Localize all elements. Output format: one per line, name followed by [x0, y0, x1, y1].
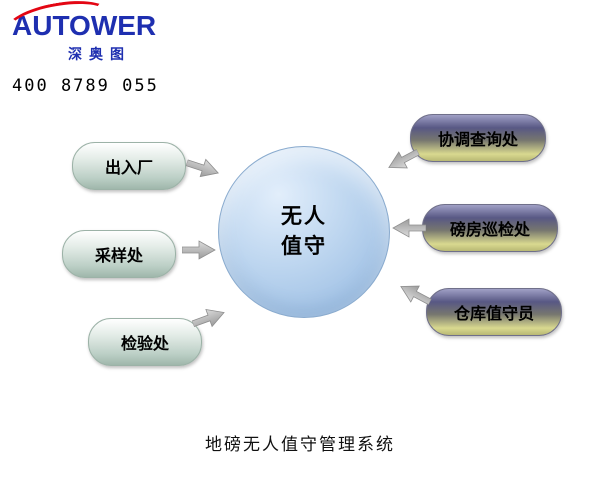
node-label: 磅房巡检处: [449, 222, 530, 239]
node-inspection[interactable]: 检验处: [88, 318, 202, 366]
logo-subtitle: 深奥图: [68, 46, 131, 62]
center-label-line2: 值守: [281, 235, 327, 258]
node-entry-exit[interactable]: 出入厂: [72, 142, 186, 190]
arrow-left-bottom-icon: [191, 309, 225, 328]
node-warehouse-attendant[interactable]: 仓库值守员: [426, 288, 562, 336]
arrow-left-top-icon: [185, 158, 219, 178]
node-label: 采样处: [94, 248, 143, 265]
node-sampling[interactable]: 采样处: [62, 230, 176, 278]
phone-number: 400 8789 055: [12, 76, 159, 96]
node-label: 仓库值守员: [453, 306, 534, 323]
node-label: 检验处: [120, 336, 169, 353]
arrow-right-top-icon: [388, 148, 420, 169]
system-title: 地磅无人值守管理系统: [205, 435, 395, 454]
node-coordination-query[interactable]: 协调查询处: [410, 114, 546, 162]
arrow-right-bottom-icon: [400, 285, 432, 306]
node-label: 出入厂: [104, 160, 153, 177]
center-label-line1: 无人: [281, 204, 327, 228]
arrow-left-middle-icon: [182, 240, 216, 260]
logo-brand: AUTOWER: [12, 10, 157, 41]
node-weighroom-patrol[interactable]: 磅房巡检处: [422, 204, 558, 252]
logo: AUTOWER 深奥图: [3, 0, 182, 64]
center-node-unattended: 无人 值守: [218, 146, 390, 318]
arrow-right-middle-icon: [392, 218, 426, 238]
node-label: 协调查询处: [437, 132, 518, 149]
